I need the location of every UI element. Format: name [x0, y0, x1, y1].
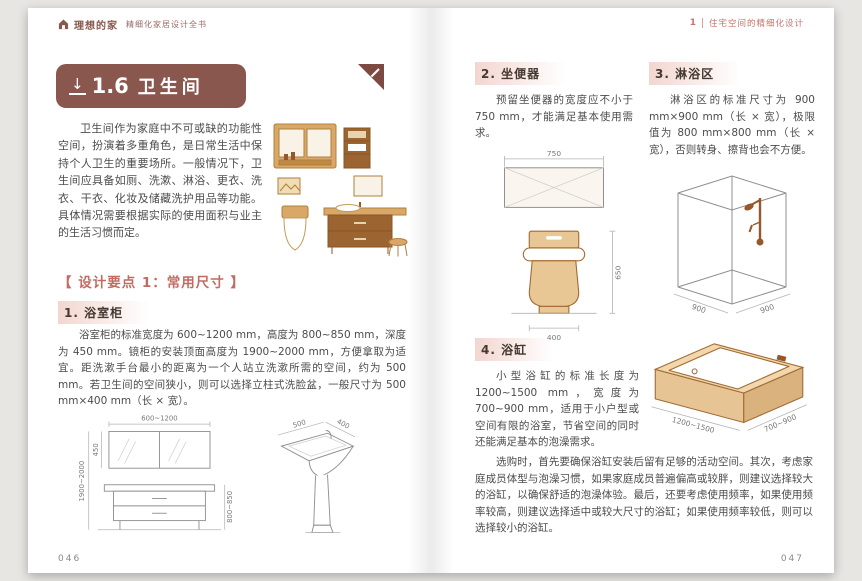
dim-label: 750 — [547, 149, 561, 158]
chapter-title: 住宅空间的精细化设计 — [708, 19, 804, 29]
book-logo: 理想的家 精细化家居设计全书 — [58, 17, 207, 32]
shower-section: 3. 淋浴区 淋浴区的标准尺寸为 900 mm×900 mm（长 × 宽），极限… — [649, 62, 815, 324]
toilet-technical-drawing: 750 650 400 — [504, 149, 622, 342]
intro-section: 卫生间作为家庭中不可或缺的功能性空间，扮演着多重角色，是日常生活中保持个人卫生的… — [58, 120, 412, 268]
bathroom-illustration — [273, 123, 408, 257]
dim-label: 650 — [613, 265, 622, 279]
page-left: 理想的家 精细化家居设计全书 ↓ 1.6 卫生间 卫生间作为家庭中不可或缺的功能… — [28, 8, 431, 573]
toilet-section: 2. 坐便器 预留坐便器的宽度应不小于 750 mm，才能满足基本使用需求。 7… — [475, 62, 633, 344]
section-title-block: ↓ 1.6 卫生间 — [56, 64, 246, 108]
subsection-title-vanity: 1. 浴室柜 — [58, 301, 154, 324]
logo-subtitle: 精细化家居设计全书 — [126, 20, 207, 29]
page-number-right: 047 — [780, 554, 804, 564]
book-spread: 理想的家 精细化家居设计全书 ↓ 1.6 卫生间 卫生间作为家庭中不可或缺的功能… — [28, 8, 834, 573]
bathtub-figure: 1200~1500 700~900 — [642, 332, 817, 454]
vanity-technical-drawing: 600~1200 450 — [78, 414, 234, 531]
key-point-heading: 【 设计要点 1：常用尺寸 】 — [58, 275, 245, 291]
chapter-header: 1 住宅空间的精细化设计 — [690, 17, 804, 29]
logo-title: 理想的家 — [74, 21, 118, 32]
section-number: 1.6 — [91, 74, 129, 98]
subsection-title-shower: 3. 淋浴区 — [649, 62, 745, 85]
dim-label: 700~900 — [763, 412, 798, 434]
dim-label: 1900~2000 — [78, 461, 86, 502]
dim-label: 400 — [547, 333, 561, 342]
chapter-number: 1 — [690, 18, 703, 28]
dim-label: 900 — [690, 302, 707, 315]
vanity-paragraph: 浴室柜的标准宽度为 600~1200 mm，高度为 800~850 mm，深度为… — [58, 329, 406, 408]
shower-enclosure-drawing: 900 900 — [673, 175, 790, 316]
dim-label: 600~1200 — [141, 414, 177, 422]
dim-label: 400 — [335, 418, 350, 431]
bathtub-paragraph: 小型浴缸的标准长度为 1200~1500 mm，宽度为 700~900 mm，适… — [475, 370, 639, 449]
pedestal-sink-drawing: 500 400 — [277, 418, 356, 534]
bathtub-note-paragraph: 选购时，首先要确保浴缸安装后留有足够的活动空间。其次，考虑家庭成员体型与泡澡习惯… — [475, 456, 813, 535]
brush-corner-decoration — [358, 64, 384, 94]
dim-label: 450 — [92, 443, 100, 456]
brush-icon — [358, 64, 384, 90]
vanity-drawings: 600~1200 450 — [74, 413, 360, 551]
page-number-left: 046 — [58, 554, 82, 564]
shower-paragraph: 淋浴区的标准尺寸为 900 mm×900 mm（长 × 宽），极限值为 800 … — [649, 94, 815, 156]
intro-paragraph: 卫生间作为家庭中不可或缺的功能性空间，扮演着多重角色，是日常生活中保持个人卫生的… — [58, 122, 262, 240]
subsection-title-bathtub: 4. 浴缸 — [475, 338, 558, 361]
section-title: 卫生间 — [137, 77, 204, 98]
toilet-paragraph: 预留坐便器的宽度应不小于 750 mm，才能满足基本使用需求。 — [475, 94, 633, 140]
dim-label: 500 — [292, 418, 307, 429]
dim-label: 800~850 — [226, 491, 234, 523]
home-logo-icon — [58, 19, 69, 30]
dim-label: 900 — [758, 302, 775, 315]
down-arrow-icon: ↓ — [69, 75, 86, 95]
subsection-title-toilet: 2. 坐便器 — [475, 62, 571, 85]
page-right: 1 住宅空间的精细化设计 2. 坐便器 预留坐便器的宽度应不小于 750 mm，… — [431, 8, 834, 573]
bathtub-drawing: 1200~1500 700~900 — [651, 343, 807, 435]
bathtub-section: 4. 浴缸 小型浴缸的标准长度为 1200~1500 mm，宽度为 700~90… — [475, 338, 639, 451]
